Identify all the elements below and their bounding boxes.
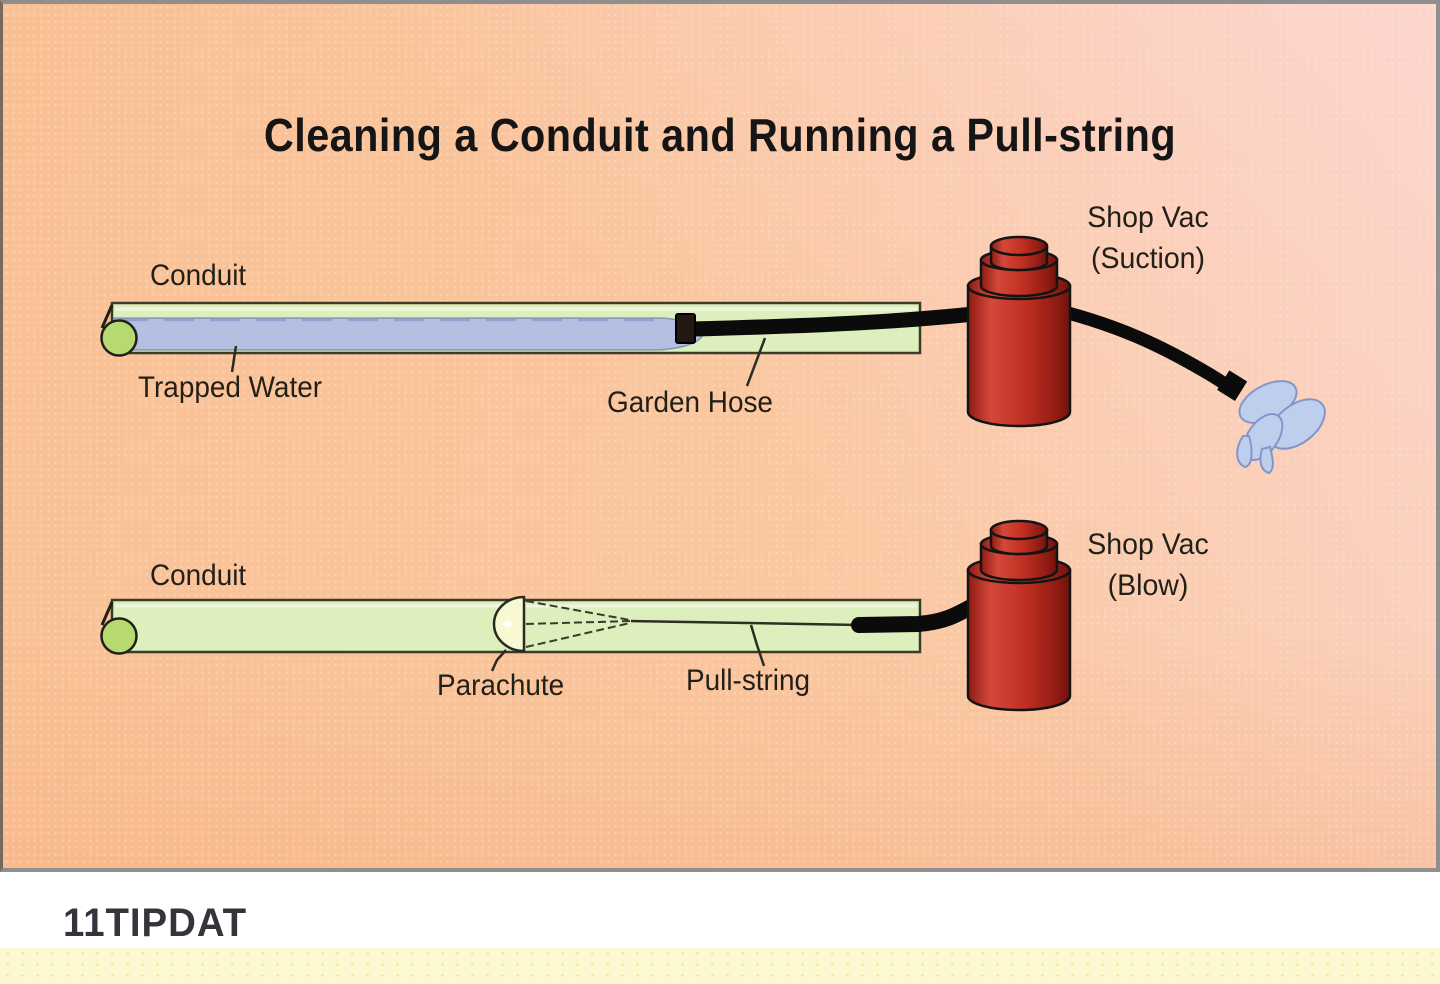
- hose-nozzle: [1217, 370, 1248, 402]
- conduit-mouth-edge: [100, 304, 114, 329]
- leader-trapped-water: [230, 345, 238, 373]
- label-shop-vac-suction-line1: Shop Vac: [1087, 201, 1209, 234]
- label-conduit-top: Conduit: [150, 259, 247, 292]
- parachute-string: [525, 622, 631, 648]
- footer-yellow-strip: [0, 948, 1440, 984]
- diagram-canvas: [100, 235, 1326, 712]
- bottom-conduit-assembly: [100, 595, 922, 655]
- label-shop-vac-blow-line2: (Blow): [1107, 569, 1189, 603]
- trapped-water-fill: [113, 317, 705, 351]
- vac-discharge-hose: [1033, 299, 1237, 395]
- conduit-end-cap-top: [100, 319, 138, 357]
- label-shop-vac-suction-line2: (Suction): [1090, 242, 1206, 276]
- parachute-string: [525, 620, 633, 625]
- diagram-title: Cleaning a Conduit and Running a Pull-st…: [263, 109, 1177, 161]
- garden-hose: [684, 303, 1008, 337]
- leader-pull-string: [749, 624, 766, 667]
- figure-code: 11TIPDAT: [63, 901, 248, 945]
- diagram-panel: [0, 0, 1440, 872]
- label-garden-hose: Garden Hose: [607, 386, 773, 419]
- parachute-highlight: [504, 620, 512, 628]
- label-conduit-bottom: Conduit: [150, 559, 247, 592]
- label-shop-vac-blow: Shop Vac (Blow): [1034, 524, 1262, 607]
- conduit-mouth-edge: [100, 601, 114, 626]
- leader-parachute: [490, 649, 507, 672]
- conduit-end-cap-bottom: [100, 617, 138, 655]
- label-pull-string: Pull-string: [686, 664, 811, 697]
- pull-string: [630, 619, 861, 627]
- leader-garden-hose: [745, 337, 767, 387]
- label-shop-vac-suction: Shop Vac (Suction): [1034, 197, 1262, 280]
- parachute-string: [525, 600, 631, 621]
- label-shop-vac-blow-line1: Shop Vac: [1087, 528, 1209, 561]
- label-parachute: Parachute: [437, 669, 565, 702]
- garden-hose-fitting: [675, 313, 696, 344]
- water-spray: [1236, 380, 1326, 475]
- label-trapped-water: Trapped Water: [138, 371, 323, 404]
